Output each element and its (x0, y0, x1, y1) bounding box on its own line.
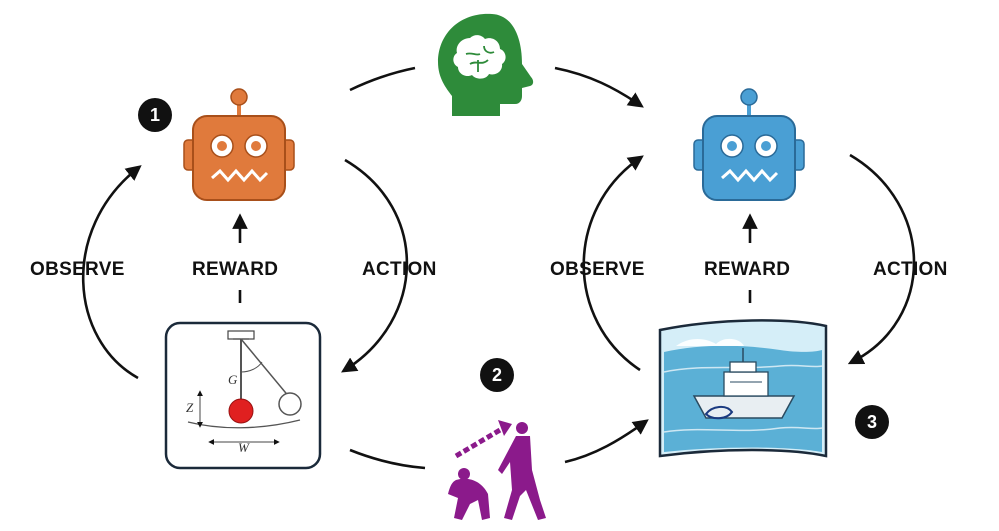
right-reward-label: REWARD (704, 259, 791, 280)
pendulum-icon: G Z W (164, 321, 322, 470)
bottom-transfer-arrow-left (349, 448, 426, 470)
left-reward-label: REWARD (192, 259, 279, 280)
left-observe-label: OBSERVE (30, 259, 125, 280)
robot-icon-blue (693, 88, 805, 201)
pendulum-w-label: W (238, 440, 250, 455)
right-action-label: ACTION (873, 259, 948, 280)
step-badge-2: 2 (480, 358, 514, 392)
left-observe-arrow (81, 165, 142, 380)
step-badge-3: 3 (855, 405, 889, 439)
right-observe-label: OBSERVE (550, 259, 645, 280)
top-transfer-arrow-left (349, 66, 416, 92)
top-transfer-arrow-right (554, 66, 644, 108)
pendulum-g-label: G (228, 372, 238, 387)
left-action-label: ACTION (362, 259, 437, 280)
ship-scene-icon (658, 319, 828, 458)
evolution-icon (448, 420, 546, 520)
left-action-arrow (341, 158, 409, 373)
step-badge-1: 1 (138, 98, 172, 132)
robot-icon-orange (183, 88, 295, 201)
brain-head-icon (438, 13, 534, 117)
right-action-arrow (847, 153, 916, 365)
bottom-transfer-arrow-right (564, 419, 649, 464)
pendulum-z-label: Z (186, 400, 194, 415)
right-observe-arrow (582, 155, 644, 372)
